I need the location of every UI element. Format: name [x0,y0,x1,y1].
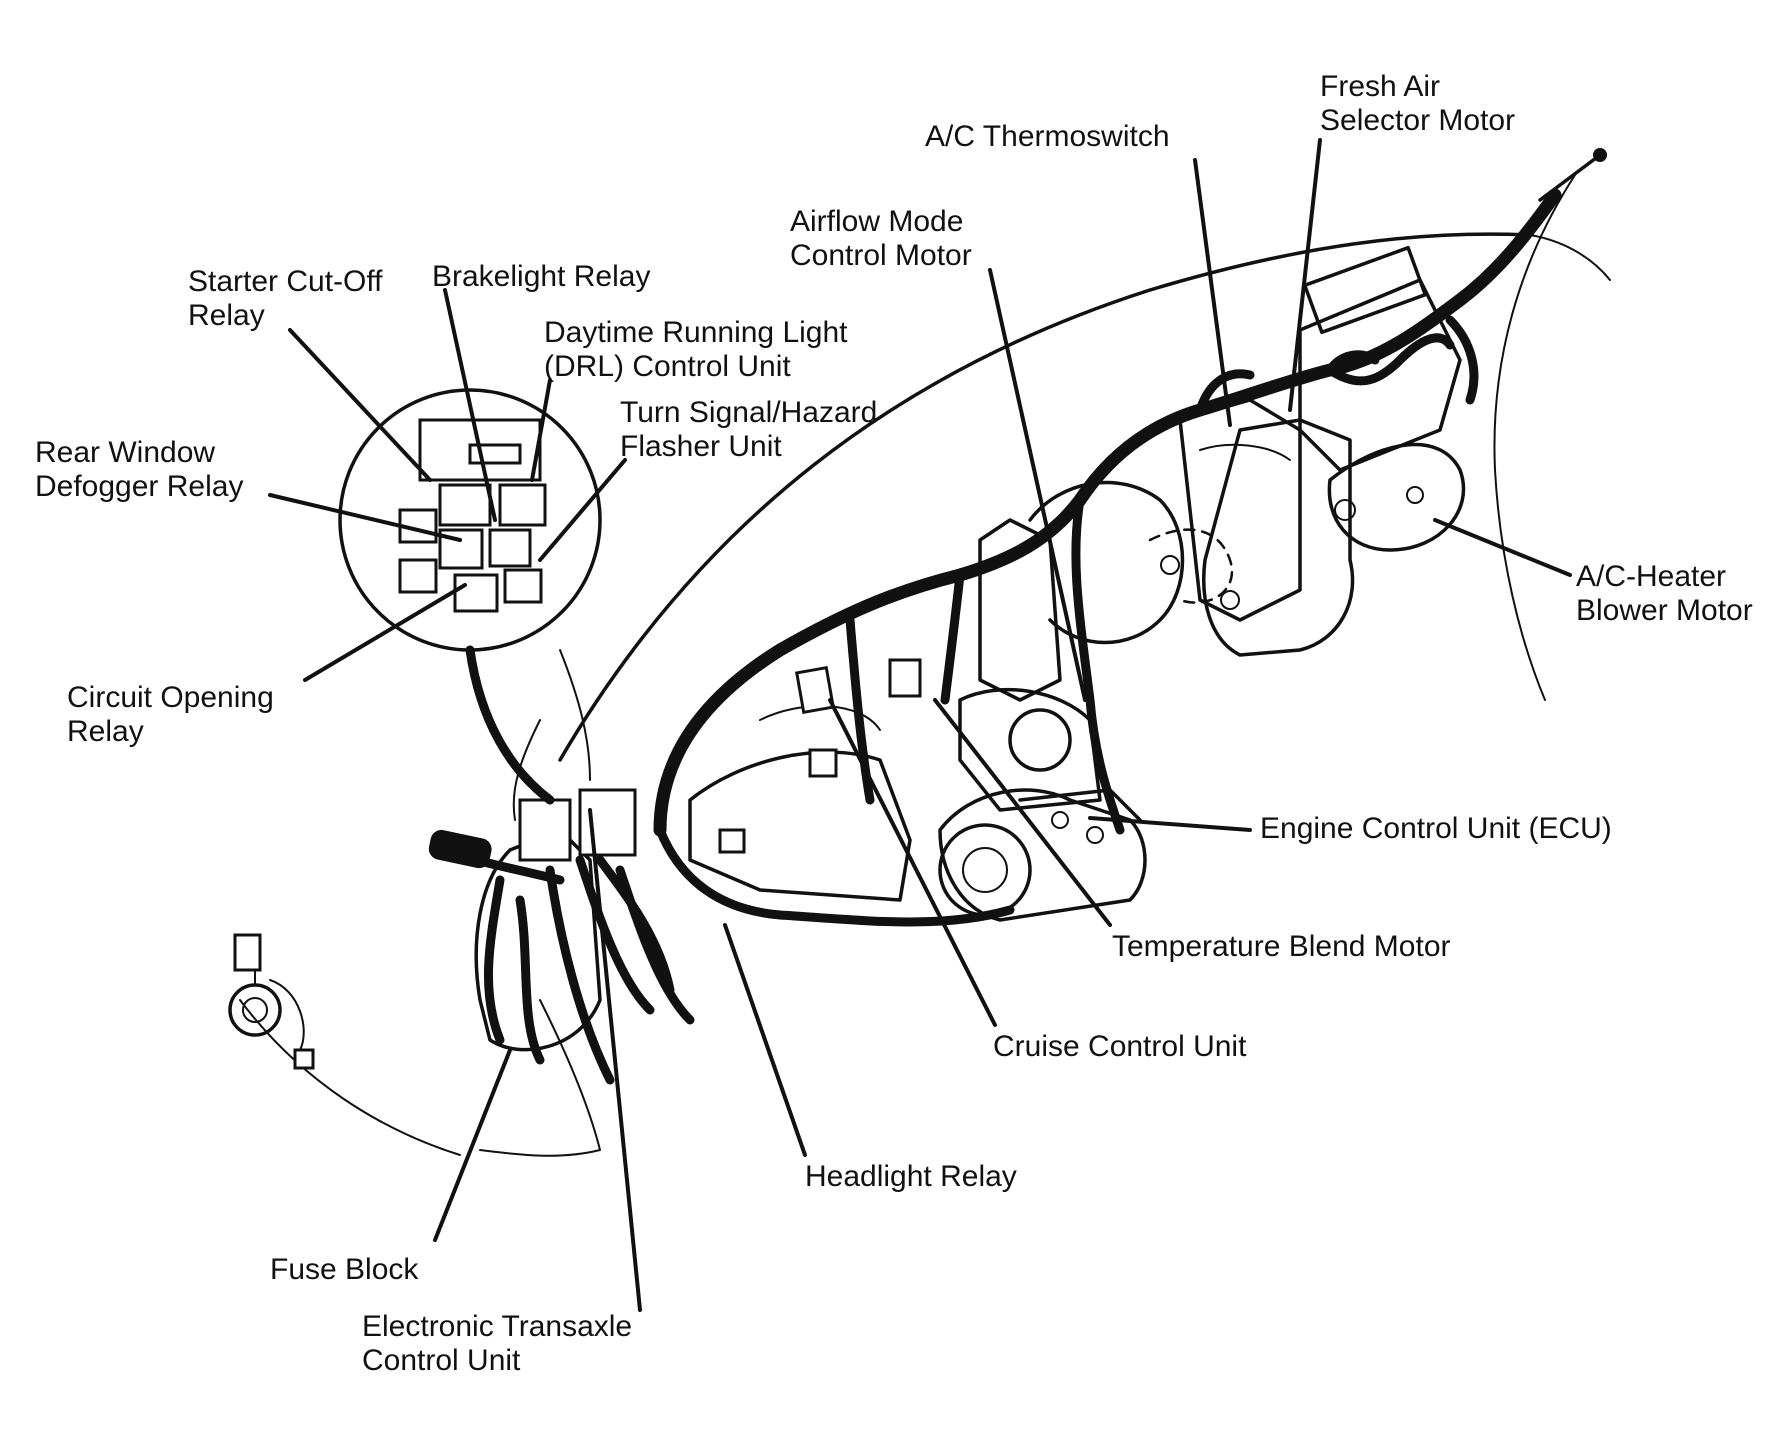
label-cruise-control-unit: Cruise Control Unit [993,1030,1246,1064]
leader-electronic-transaxle [588,808,642,1312]
dashboard-outline [239,174,1611,1157]
label-turn-signal-hazard-flasher: Turn Signal/Hazard Flasher Unit [620,396,877,464]
label-line: Turn Signal/Hazard [620,396,878,429]
label-ac-thermoswitch: A/C Thermoswitch [925,120,1170,154]
leader-fresh-air [1288,138,1322,412]
leader-ac-heater-blower [1433,518,1572,577]
relay-detail-circle [338,388,602,805]
label-line: Defogger Relay [35,470,244,503]
label-line: Engine Control Unit (ECU) [1260,812,1612,845]
leader-starter-cut-off [288,328,432,482]
label-airflow-mode-control-motor: Airflow Mode Control Motor [790,205,972,273]
leader-fuse-block [433,1048,512,1242]
fuse-block-area [428,719,695,1085]
label-circuit-opening-relay: Circuit Opening Relay [67,681,274,749]
label-line: Brakelight Relay [432,260,651,293]
label-line: Relay [188,299,265,332]
label-line: Blower Motor [1576,594,1753,627]
center-bracket [688,658,922,902]
ac-heater-unit [1148,245,1466,657]
label-line: Control Unit [362,1344,521,1377]
label-line: Temperature Blend Motor [1112,930,1451,963]
leader-ecu [1088,816,1252,832]
label-line: A/C Thermoswitch [925,120,1170,153]
label-line: Starter Cut-Off [188,265,383,298]
leader-cruise-control [828,698,997,1027]
leader-turn-signal [538,458,627,562]
wiring-harness [653,148,1607,927]
label-ac-heater-blower-motor: A/C-Heater Blower Motor [1576,560,1753,628]
leader-brakelight [443,288,497,522]
label-line: Headlight Relay [805,1160,1017,1193]
leader-ac-thermoswitch [1193,158,1232,427]
label-rear-window-defogger-relay: Rear Window Defogger Relay [35,436,243,504]
label-starter-cut-off-relay: Starter Cut-Off Relay [188,265,383,333]
label-headlight-relay: Headlight Relay [805,1160,1017,1194]
label-line: Fuse Block [270,1253,419,1286]
label-line: Circuit Opening [67,681,274,714]
label-line: Airflow Mode [790,205,964,238]
label-temperature-blend-motor: Temperature Blend Motor [1112,930,1451,964]
leader-drl [530,378,552,482]
label-drl-control-unit: Daytime Running Light (DRL) Control Unit [544,316,848,384]
label-line: Control Motor [790,239,972,272]
label-fresh-air-selector-motor: Fresh Air Selector Motor [1320,70,1515,138]
label-electronic-transaxle-control-unit: Electronic Transaxle Control Unit [362,1310,632,1378]
label-line: Cruise Control Unit [993,1030,1247,1063]
leader-headlight [723,923,807,1157]
label-engine-control-unit: Engine Control Unit (ECU) [1260,812,1612,846]
label-line: Relay [67,715,144,748]
label-line: Daytime Running Light [544,316,848,349]
loose-connector [228,933,315,1070]
label-line: Fresh Air [1320,70,1441,103]
label-brakelight-relay: Brakelight Relay [432,260,650,294]
leader-lines [268,138,1572,1312]
leader-temperature-blend [933,698,1112,927]
leader-circuit-opening [303,583,467,682]
label-line: Selector Motor [1320,104,1516,137]
label-line: (DRL) Control Unit [544,350,791,383]
label-fuse-block: Fuse Block [270,1253,418,1287]
leader-airflow-mode [988,268,1087,702]
leader-rear-window [268,493,462,542]
label-line: Electronic Transaxle [362,1310,633,1343]
label-line: Flasher Unit [620,430,782,463]
label-line: Rear Window [35,436,216,469]
label-line: A/C-Heater [1576,560,1727,593]
